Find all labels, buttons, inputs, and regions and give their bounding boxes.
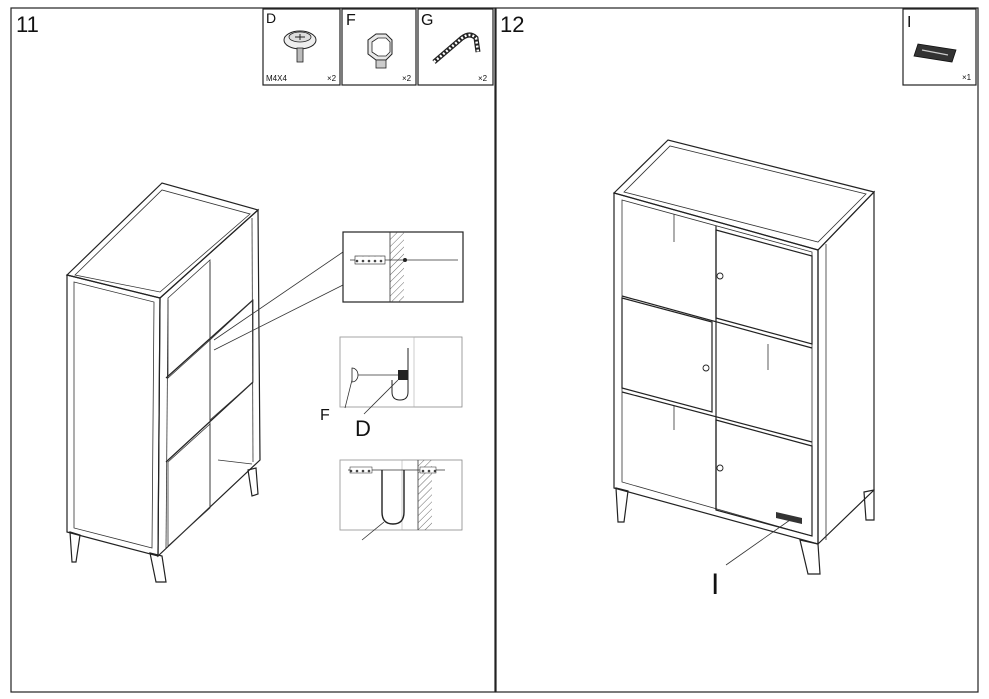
brand-label-icon: [913, 43, 957, 63]
part-f-qty: ×2: [402, 74, 412, 83]
detail-strap-hook: [339, 459, 463, 541]
anti-tip-strap-icon: [432, 32, 481, 64]
callout-d: D: [355, 416, 371, 441]
step-12-number: 12: [500, 12, 524, 37]
part-box-i: I ×1: [902, 8, 977, 86]
part-box-f: F ×2: [341, 8, 417, 86]
part-g-letter: G: [421, 12, 433, 29]
callout-i: I: [711, 568, 719, 601]
bolt-cap-icon: [367, 33, 393, 69]
detail-wall-fix: [342, 231, 464, 303]
callout-f: F: [320, 407, 330, 424]
part-f-letter: F: [346, 12, 356, 29]
screw-icon: [283, 30, 317, 63]
detail-bolt-assembly: [339, 336, 463, 415]
part-box-d: D M4X4 ×2: [262, 8, 341, 86]
part-d-size: M4X4: [266, 74, 287, 83]
part-box-g: G ×2: [417, 8, 494, 86]
cabinet-back-view: [65, 182, 261, 583]
leader-line-top: [213, 251, 344, 341]
part-d-letter: D: [266, 10, 276, 26]
cabinet-front-view: [612, 139, 876, 575]
part-g-qty: ×2: [478, 74, 488, 83]
leader-line-bottom: [213, 284, 344, 351]
leader-line-label: [725, 519, 791, 566]
step-12-frame: [495, 7, 979, 693]
step-11-number: 11: [16, 12, 39, 37]
part-i-qty: ×1: [962, 73, 972, 82]
part-d-qty: ×2: [327, 74, 337, 83]
part-i-letter: I: [907, 14, 911, 31]
